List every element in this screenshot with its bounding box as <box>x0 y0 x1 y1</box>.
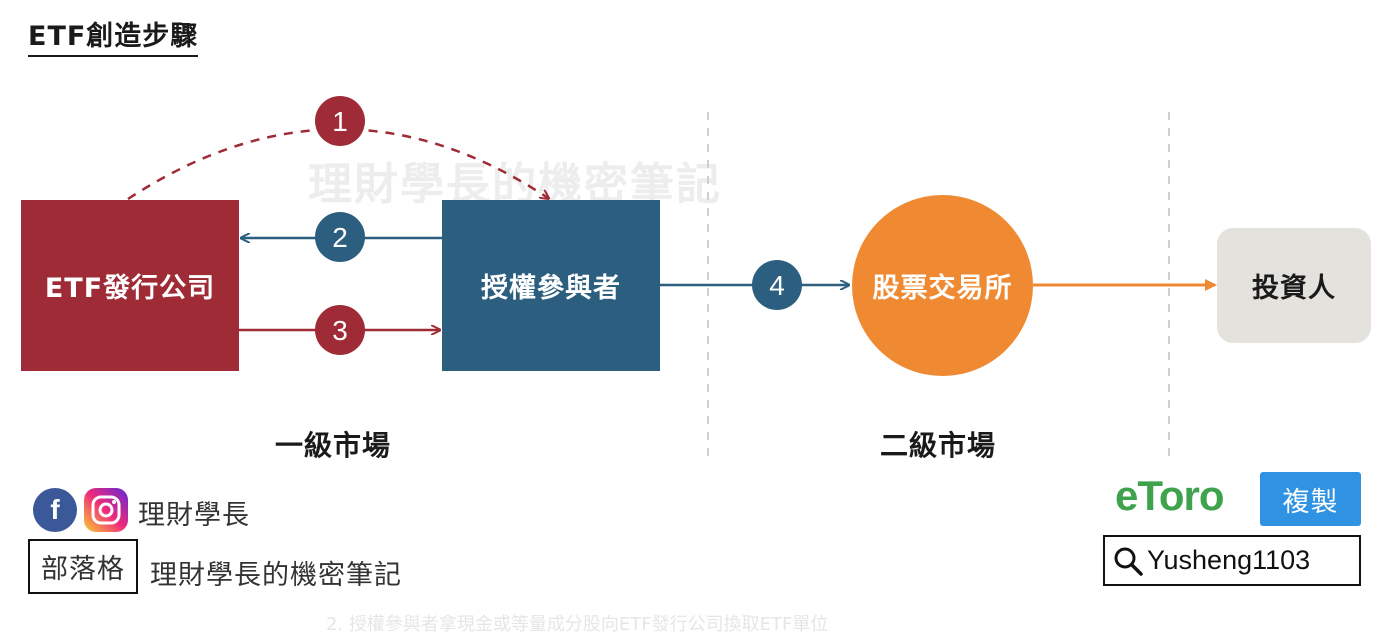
step-badge-4: 4 <box>752 260 802 310</box>
step-badge-2: 2 <box>315 212 365 262</box>
label-secondary-market: 二級市場 <box>880 429 997 462</box>
search-id-box: Yusheng1103 <box>1103 535 1361 586</box>
step-label-4: 4 <box>769 270 785 301</box>
search-icon <box>1114 547 1143 576</box>
node-etf-issuer: ETF發行公司 <box>21 200 239 371</box>
step-badge-1: 1 <box>315 96 365 146</box>
page-title: ETF創造步驟 <box>28 14 199 57</box>
step-label-2: 2 <box>332 222 348 253</box>
search-id-text: Yusheng1103 <box>1147 545 1311 575</box>
instagram-icon[interactable] <box>84 488 128 532</box>
step-badge-3: 3 <box>315 305 365 355</box>
facebook-icon[interactable]: f <box>33 488 77 532</box>
bottom-caption: 2. 授權參與者拿現金或等量成分股向ETF發行公司換取ETF單位 <box>326 614 829 635</box>
copy-button[interactable]: 複製 <box>1260 472 1361 526</box>
node-authorized-participant: 授權參與者 <box>442 200 660 371</box>
blog-name: 理財學長的機密筆記 <box>150 560 402 591</box>
etoro-logo: eToro <box>1115 472 1225 519</box>
social-account-name: 理財學長 <box>138 500 250 531</box>
node-investor: 投資人 <box>1217 228 1371 343</box>
label-primary-market: 一級市場 <box>275 429 392 462</box>
blog-label: 部落格 <box>28 539 138 594</box>
node-stock-exchange: 股票交易所 <box>852 195 1033 376</box>
step-label-1: 1 <box>332 106 348 137</box>
step-label-3: 3 <box>332 315 348 346</box>
